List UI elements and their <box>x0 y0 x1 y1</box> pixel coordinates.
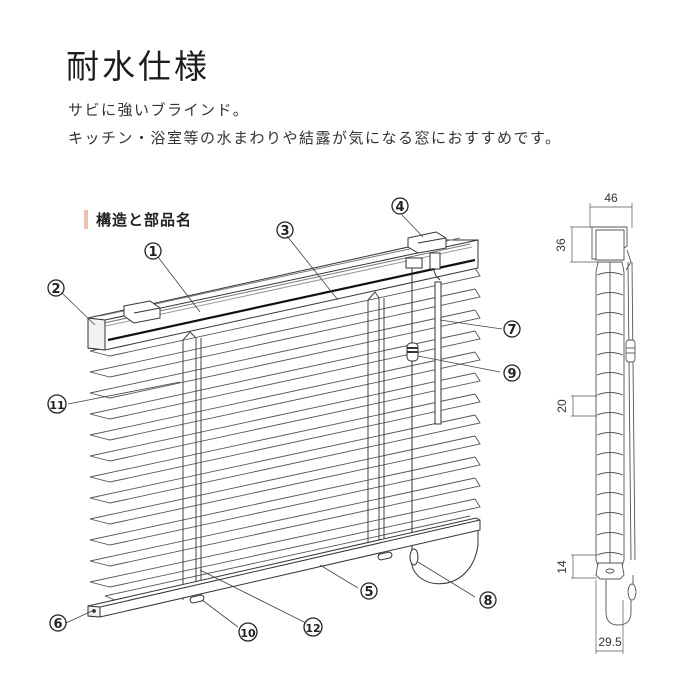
dimension-head-width: 46 <box>604 191 618 205</box>
svg-text:4: 4 <box>395 200 404 215</box>
callouts: 1 2 3 4 5 6 7 <box>47 197 521 642</box>
leader-lines <box>61 214 503 628</box>
svg-text:12: 12 <box>305 622 320 635</box>
callout-10: 10 <box>238 622 258 642</box>
section-heading: 構造と部品名 <box>84 209 192 230</box>
blind-illustration: 1 2 3 4 5 6 7 <box>47 197 521 642</box>
svg-text:8: 8 <box>483 594 492 609</box>
svg-text:10: 10 <box>240 627 256 640</box>
description-line-2: キッチン・浴室等の水まわりや結露が気になる窓におすすめです。 <box>68 129 562 147</box>
callout-4: 4 <box>391 197 409 215</box>
dimension-head-height: 36 <box>554 238 568 252</box>
side-view-slats <box>596 272 624 556</box>
ladder-cord-left <box>182 331 202 600</box>
callout-2: 2 <box>47 279 65 297</box>
callout-7: 7 <box>503 320 521 338</box>
dimension-labels: 46 36 20 14 29.5 <box>554 191 622 649</box>
svg-text:9: 9 <box>507 367 516 382</box>
brackets <box>123 231 447 324</box>
svg-text:5: 5 <box>364 585 373 600</box>
callout-1: 1 <box>144 242 162 260</box>
operation-parts <box>405 252 479 585</box>
dimension-slat-pitch: 20 <box>555 399 569 413</box>
section-accent-bar <box>84 210 88 229</box>
svg-text:7: 7 <box>507 323 516 338</box>
callout-6: 6 <box>49 614 67 632</box>
ladder-cord-right <box>367 291 385 555</box>
callout-5: 5 <box>360 582 378 600</box>
callout-8: 8 <box>479 591 497 609</box>
callout-3: 3 <box>276 221 294 239</box>
dimension-lines <box>570 203 633 654</box>
head-rail <box>87 237 479 351</box>
svg-text:11: 11 <box>49 399 64 412</box>
section-title: 構造と部品名 <box>96 211 193 229</box>
dimension-bottom-width: 29.5 <box>598 635 622 649</box>
side-view-diagram <box>591 226 637 626</box>
page-title: 耐水仕様 <box>66 47 210 86</box>
bottom-rail <box>87 517 481 618</box>
svg-text:6: 6 <box>53 617 62 632</box>
svg-text:1: 1 <box>148 245 157 260</box>
callout-11: 11 <box>47 394 67 414</box>
callout-9: 9 <box>503 364 521 382</box>
dimension-bottom-rail-height: 14 <box>555 560 569 574</box>
slats <box>89 267 481 601</box>
svg-text:2: 2 <box>51 282 60 297</box>
description-line-1: サビに強いブラインド。 <box>68 101 250 119</box>
callout-12: 12 <box>303 617 323 637</box>
svg-text:3: 3 <box>280 224 289 239</box>
